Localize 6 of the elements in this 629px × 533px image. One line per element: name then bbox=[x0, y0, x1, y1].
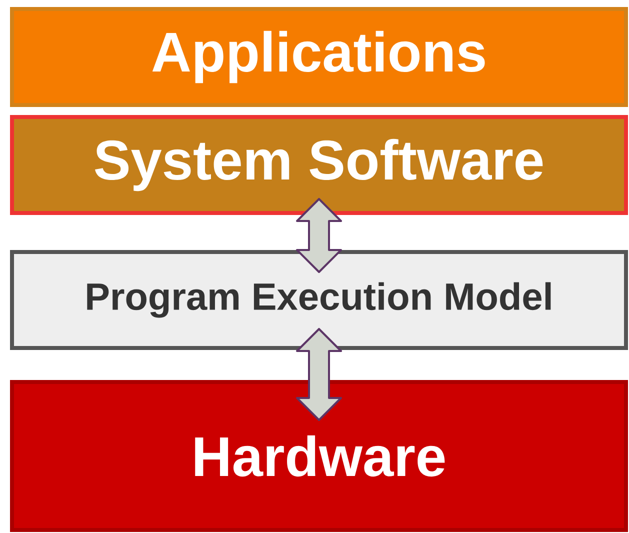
layer-box: Hardware bbox=[10, 380, 628, 532]
double-arrow bbox=[296, 198, 342, 273]
double-arrow bbox=[296, 328, 342, 421]
layer-box: Applications bbox=[10, 7, 628, 107]
layer-box: Program Execution Model bbox=[10, 250, 628, 350]
layer-box: System Software bbox=[10, 115, 628, 215]
